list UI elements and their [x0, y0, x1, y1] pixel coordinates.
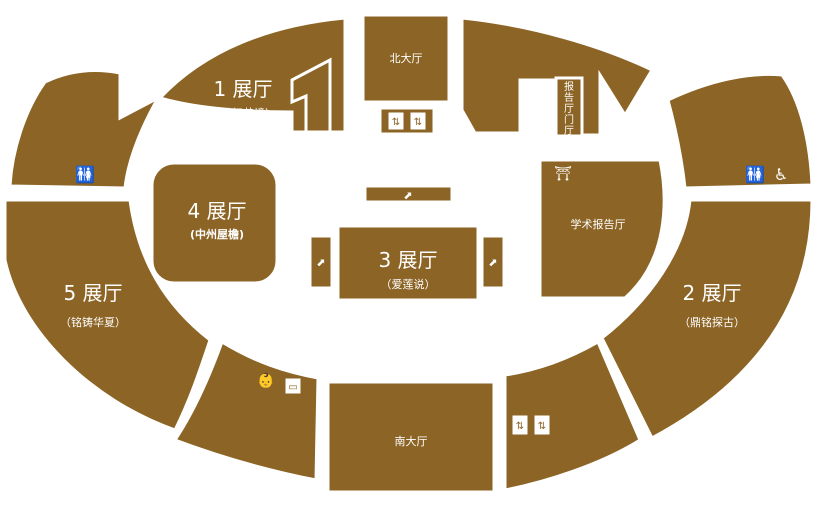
baby-care-wing[interactable]	[172, 339, 320, 482]
svg-text:⬈: ⬈	[403, 189, 412, 202]
west-restroom-wing[interactable]	[8, 68, 162, 190]
hall-1-area[interactable]	[157, 16, 347, 134]
escalator-east	[480, 234, 506, 290]
lecture-hall-room[interactable]	[538, 158, 666, 300]
north-hall[interactable]	[361, 13, 451, 104]
baby-care-icon: 👶 ▭	[257, 372, 302, 395]
hall-4-room[interactable]	[150, 161, 279, 285]
svg-text:⬈: ⬈	[316, 256, 325, 269]
lecture-hall-label: 学术报告厅	[571, 217, 626, 231]
hall-2-area[interactable]	[600, 198, 814, 441]
svg-text:▭: ▭	[288, 382, 297, 393]
hall-1-subtitle: （妙相艺境）	[210, 106, 276, 120]
svg-text:🚻: 🚻	[75, 165, 95, 184]
escalator-icon: ⬈	[488, 256, 497, 269]
info-desk-icon: ⛩	[554, 166, 572, 182]
hall-1-doorway	[290, 57, 332, 134]
hall-1-title: 1 展厅	[213, 77, 272, 101]
east-restroom-wing[interactable]	[666, 72, 814, 190]
elevator-icon: ⇅ ⇅	[511, 414, 551, 436]
hall-5-subtitle: （铭铸华夏）	[60, 315, 126, 329]
south-hall-label: 南大厅	[395, 434, 428, 448]
north-hall-label: 北大厅	[390, 51, 423, 65]
report-door-char: 告	[564, 91, 574, 104]
hall-3-room[interactable]	[336, 224, 480, 302]
escalator-center-top	[363, 184, 454, 204]
restroom-icon: 🚻	[75, 165, 95, 184]
report-door-char: 报	[564, 80, 574, 93]
svg-text:⛩: ⛩	[554, 166, 572, 182]
report-hall-door-label: 报 告 厅 门 厅	[564, 80, 574, 137]
hall-5-title: 5 展厅	[63, 281, 122, 305]
hall-4-subtitle: (中州屋檐)	[190, 227, 244, 241]
report-door-char: 厅	[564, 104, 574, 115]
hall-4-title: 4 展厅	[187, 199, 246, 223]
svg-text:⬈: ⬈	[488, 256, 497, 269]
escalator-icon: ⬈	[316, 256, 325, 269]
report-door-char: 厅	[564, 126, 574, 137]
svg-text:⇅: ⇅	[414, 117, 422, 128]
south-elevator-wing[interactable]	[503, 339, 642, 492]
elevator-icon: ⇅ ⇅	[387, 111, 427, 131]
report-hall-door[interactable]	[554, 76, 584, 138]
south-hall[interactable]	[326, 380, 496, 494]
svg-text:👶: 👶	[257, 372, 274, 389]
escalator-west	[308, 234, 334, 290]
svg-text:♿: ♿	[774, 165, 788, 184]
escalator-icon: ⬈	[403, 189, 412, 202]
svg-text:⇅: ⇅	[538, 421, 546, 432]
hall-3-title: 3 展厅	[378, 248, 437, 272]
report-door-char: 门	[564, 113, 574, 126]
svg-text:⇅: ⇅	[392, 117, 400, 128]
restroom-icon: 🚻	[745, 165, 765, 184]
svg-text:⇅: ⇅	[516, 421, 524, 432]
hall-5-area[interactable]	[3, 198, 212, 432]
wheelchair-icon: ♿	[774, 165, 788, 184]
hall-3-subtitle: （爱莲说）	[381, 277, 436, 291]
svg-text:🚻: 🚻	[745, 165, 765, 184]
hall-2-subtitle: （鼎铭探古）	[679, 315, 745, 329]
hall-2-title: 2 展厅	[682, 281, 741, 305]
